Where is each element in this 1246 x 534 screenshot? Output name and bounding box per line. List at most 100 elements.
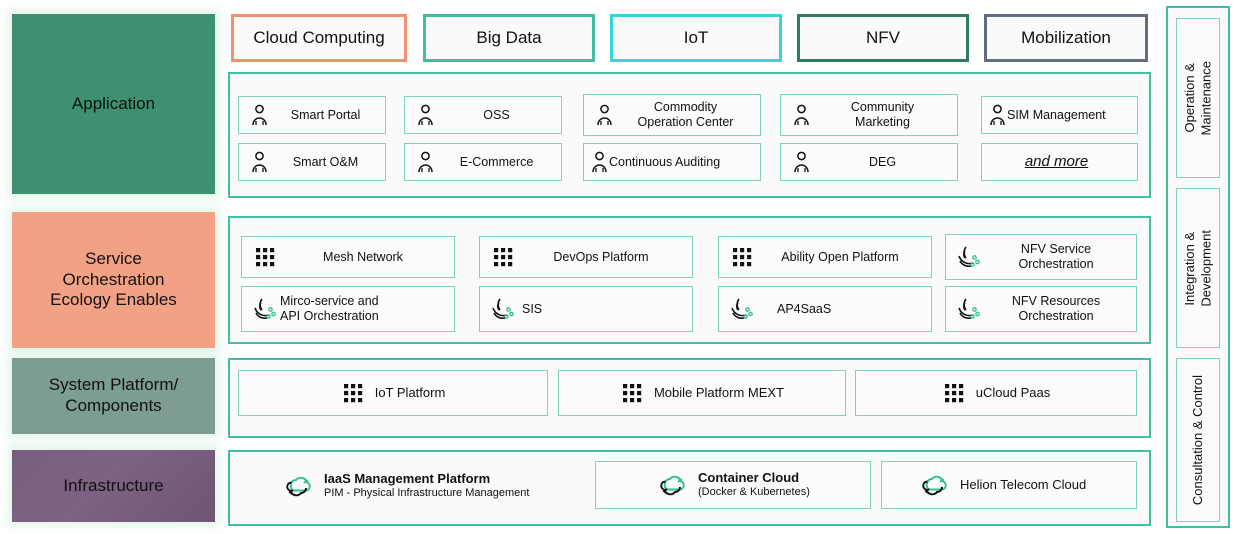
app-tile-sim-management[interactable]: SIM Management [981, 96, 1138, 134]
app-tile-smart-portal[interactable]: Smart Portal [238, 96, 386, 134]
app-tile-community-marketing[interactable]: Community Marketing [780, 94, 958, 136]
category-big-data-label: Big Data [476, 28, 542, 47]
rail-item-operation-maintenance-line2: Maintenance [1198, 60, 1213, 136]
app-tile-smart-om[interactable]: Smart O&M [238, 143, 386, 181]
svc-tile-micro-service-line1: Mirco-service and [280, 294, 379, 308]
category-iot[interactable]: IoT [610, 14, 782, 62]
svc-tile-mesh-network[interactable]: Mesh Network [241, 236, 455, 278]
rail-item-operation-maintenance-line1: Operation & [1181, 63, 1197, 133]
layer-label-service-line3: Ecology Enables [50, 290, 177, 310]
svc-tile-mesh-network-label: Mesh Network [323, 249, 403, 264]
person-icon [412, 151, 438, 173]
inf-tile-container-cloud-subtitle: (Docker & Kubernetes) [698, 486, 810, 499]
layer-label-application: Application [12, 14, 215, 194]
person-icon [987, 104, 1007, 126]
category-iot-label: IoT [683, 28, 709, 47]
rail-item-integration-development-line1: Integration & [1181, 231, 1197, 305]
person-icon [246, 104, 272, 126]
orchestration-icon [488, 297, 518, 321]
svc-tile-devops-platform[interactable]: DevOps Platform [479, 236, 693, 278]
cloud-refresh-icon [918, 472, 952, 498]
app-tile-commodity-operation-center[interactable]: Commodity Operation Center [583, 94, 761, 136]
grid-dots-icon [488, 247, 518, 267]
layer-label-service-line1: Service [85, 248, 142, 268]
app-tile-and-more-label: and more [1024, 153, 1089, 170]
layer-label-application-text: Application [71, 93, 156, 113]
app-tile-continuous-auditing-label: Continuous Auditing [609, 154, 721, 169]
grid-dots-icon [727, 247, 757, 267]
app-tile-oss-label: OSS [483, 107, 510, 122]
layer-label-system-text: System Platform/ Components [49, 375, 178, 416]
rail-item-integration-development-line2: Development [1198, 229, 1213, 307]
svc-tile-nfv-resources-line2: Orchestration [1018, 309, 1094, 323]
rail-item-integration-development[interactable]: Integration & Development [1176, 188, 1220, 348]
svc-tile-nfv-resources-orchestration[interactable]: NFV Resources Orchestration [945, 286, 1137, 332]
category-cloud-computing-label: Cloud Computing [253, 28, 385, 47]
svc-tile-ability-open-platform[interactable]: Ability Open Platform [718, 236, 932, 278]
grid-dots-icon [250, 247, 280, 267]
sys-tile-iot-platform-label: IoT Platform [374, 385, 446, 401]
sys-tile-ucloud-paas[interactable]: uCloud Paas [855, 370, 1137, 416]
layer-label-system-line2: Components [65, 396, 162, 415]
app-tile-community-marketing-line2: Marketing [855, 115, 910, 129]
layer-label-system: System Platform/ Components [12, 358, 215, 434]
orchestration-icon [954, 245, 984, 269]
svc-tile-ability-open-platform-label: Ability Open Platform [781, 249, 899, 264]
category-mobilization-label: Mobilization [1021, 28, 1111, 47]
inf-tile-helion-title: Helion Telecom Cloud [960, 476, 1087, 492]
svc-tile-nfv-service-orchestration[interactable]: NFV Service Orchestration [945, 234, 1137, 280]
category-nfv-label: NFV [866, 28, 900, 47]
app-tile-continuous-auditing[interactable]: Continuous Auditing [583, 143, 761, 181]
svc-tile-devops-platform-label: DevOps Platform [553, 249, 649, 264]
person-icon [788, 151, 814, 173]
app-tile-deg[interactable]: DEG [780, 143, 958, 181]
layer-label-system-line1: System Platform/ [48, 375, 179, 395]
category-nfv[interactable]: NFV [797, 14, 969, 62]
app-tile-commodity-operation-center-line1: Commodity [653, 100, 718, 114]
svc-tile-nfv-service-orchestration-line2: Orchestration [1018, 257, 1094, 271]
app-tile-e-commerce[interactable]: E-Commerce [404, 143, 562, 181]
svc-tile-ap4saas-label: AP4SaaS [777, 301, 832, 316]
rail-item-operation-maintenance[interactable]: Operation & Maintenance [1176, 18, 1220, 178]
sys-tile-ucloud-paas-label: uCloud Paas [975, 385, 1051, 401]
rail-item-consultation-control[interactable]: Consultation & Control [1176, 358, 1220, 522]
category-mobilization[interactable]: Mobilization [984, 14, 1148, 62]
app-tile-and-more[interactable]: and more [981, 143, 1138, 181]
app-tile-sim-management-label: SIM Management [1007, 107, 1106, 122]
category-big-data[interactable]: Big Data [423, 14, 595, 62]
app-tile-smart-om-label: Smart O&M [292, 154, 359, 169]
svc-tile-micro-service-line2: API Orchestration [280, 309, 379, 323]
inf-tile-iaas-title: IaaS Management Platform [324, 471, 491, 486]
app-tile-commodity-operation-center-line2: Operation Center [637, 115, 734, 129]
grid-dots-icon [341, 383, 367, 403]
svc-tile-nfv-service-orchestration-line1: NFV Service [1020, 242, 1092, 256]
sys-tile-mobile-platform-mext[interactable]: Mobile Platform MEXT [558, 370, 846, 416]
person-icon [412, 104, 438, 126]
sys-tile-iot-platform[interactable]: IoT Platform [238, 370, 548, 416]
svc-tile-ap4saas[interactable]: AP4SaaS [718, 286, 932, 332]
orchestration-icon [954, 297, 984, 321]
app-tile-deg-label: DEG [868, 154, 897, 169]
cloud-refresh-icon [282, 473, 316, 499]
person-icon [591, 104, 617, 126]
svc-tile-micro-service-api-orchestration[interactable]: Mirco-service and API Orchestration [241, 286, 455, 332]
app-tile-smart-portal-label: Smart Portal [290, 107, 361, 122]
layer-label-infrastructure-text: Infrastructure [63, 475, 164, 495]
inf-tile-helion-telecom-cloud[interactable]: Helion Telecom Cloud [881, 461, 1137, 509]
svc-tile-sis[interactable]: SIS [479, 286, 693, 332]
app-tile-oss[interactable]: OSS [404, 96, 562, 134]
person-icon [246, 151, 272, 173]
grid-dots-icon [942, 383, 968, 403]
inf-tile-container-cloud[interactable]: Container Cloud (Docker & Kubernetes) [595, 461, 871, 509]
inf-tile-iaas-management-platform[interactable]: IaaS Management Platform PIM - Physical … [272, 463, 592, 509]
orchestration-icon [250, 297, 280, 321]
inf-tile-iaas-subtitle: PIM - Physical Infrastructure Management [324, 487, 530, 500]
person-icon [788, 104, 814, 126]
layer-label-service-text: Service Orchestration Ecology Enables [50, 249, 177, 311]
app-tile-community-marketing-line1: Community [850, 100, 915, 114]
rail-item-consultation-control-label: Consultation & Control [1189, 374, 1205, 506]
orchestration-icon [727, 297, 757, 321]
category-cloud-computing[interactable]: Cloud Computing [231, 14, 407, 62]
app-tile-e-commerce-label: E-Commerce [459, 154, 534, 169]
